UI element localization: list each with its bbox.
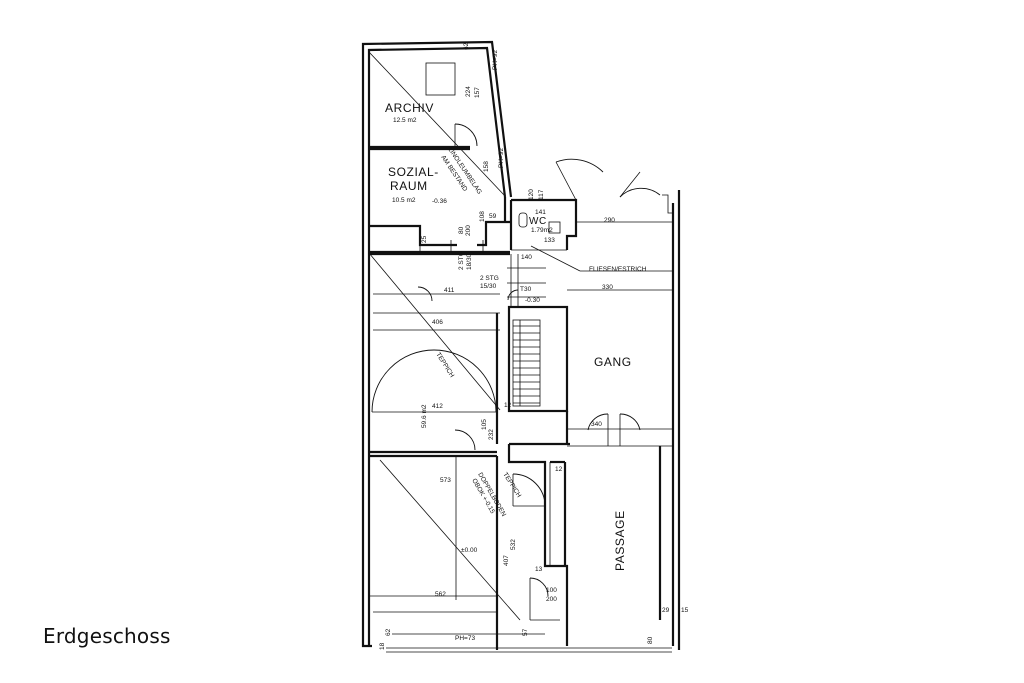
room-label-gang: GANG <box>594 355 632 369</box>
dim-62: 62 <box>385 628 392 636</box>
room-label-wc: WC <box>529 216 547 227</box>
dim-18: 18 <box>379 642 386 650</box>
dim-158: 158 <box>483 161 490 172</box>
dim-12-b: 12 <box>555 466 563 473</box>
room-level-sozialraum: -0.36 <box>432 198 447 205</box>
dim-224: 224 <box>465 86 472 97</box>
room-area-archiv: 12.5 m2 <box>393 117 417 124</box>
room-area-main: 59.6 m2 <box>421 404 428 428</box>
dim-340: 340 <box>591 421 602 428</box>
dim-330: 330 <box>602 284 613 291</box>
dim-13: 13 <box>535 566 543 573</box>
dim-406: 406 <box>432 319 443 326</box>
dim-141: 141 <box>535 209 546 216</box>
room-level-main: ±0.00 <box>461 547 478 554</box>
note-teppich-1: TEPPICH <box>434 351 455 379</box>
room-label-archiv: ARCHIV <box>385 101 434 115</box>
room-label-sozialraum-1: SOZIAL- <box>388 165 439 179</box>
dim-133: 133 <box>544 237 555 244</box>
dim-80: 80 <box>647 636 654 644</box>
note-ph92-a: PH=92 <box>492 50 499 70</box>
dim-140: 140 <box>521 254 532 261</box>
dim-105: 105 <box>481 419 488 430</box>
dim-200-b: 200 <box>465 225 472 236</box>
note-stair-2a: 2 STG <box>480 275 499 282</box>
dim-108: 108 <box>479 211 486 222</box>
room-area-sozialraum: 10.5 m2 <box>392 197 416 204</box>
room-area-wc: 1.79m2 <box>531 227 553 234</box>
dim-412: 412 <box>432 403 443 410</box>
dim-532: 532 <box>510 539 517 550</box>
dim-15: 15 <box>681 607 689 614</box>
dim-120: 120 <box>528 189 535 200</box>
dim-562: 562 <box>435 591 446 598</box>
dim-200: 200 <box>546 596 557 603</box>
note-ph92-b: PH=92 <box>498 148 505 168</box>
exterior-walls <box>361 40 681 653</box>
note-teppich-2: TEPPICH <box>501 471 522 499</box>
dim-411: 411 <box>444 287 455 294</box>
dim-573: 573 <box>440 477 451 484</box>
note-fliesen-estrich: FLIESEN/ESTRICH <box>589 266 647 273</box>
archiv-shaft <box>425 62 456 96</box>
dim-407: 407 <box>503 555 510 566</box>
dim-62-b: 62 <box>463 42 470 50</box>
room-label-passage: PASSAGE <box>613 510 627 571</box>
note-t30: T30 <box>520 286 532 293</box>
gang-passage-walls <box>509 289 673 620</box>
dim-100: 100 <box>546 587 557 594</box>
lower-room-walls <box>369 444 569 650</box>
main-room-walls <box>368 240 510 458</box>
dim-157: 157 <box>474 87 481 98</box>
dim-29: 29 <box>662 607 670 614</box>
archiv-sozialraum-walls <box>368 51 510 247</box>
note-ph73: PH=73 <box>455 635 475 642</box>
dim-117: 117 <box>538 189 545 200</box>
note-minus30: -0.30 <box>525 297 540 304</box>
dim-80-b: 80 <box>458 226 465 234</box>
note-stair-1b: 18/30 <box>466 253 473 270</box>
room-label-sozialraum-2: RAUM <box>390 179 428 193</box>
entrance-doors <box>555 158 661 201</box>
floor-caption: Erdgeschoss <box>43 624 171 648</box>
wc-toilet <box>518 212 528 228</box>
note-stair-1a: 2 STG <box>458 251 465 270</box>
note-stair-2b: 15/30 <box>480 283 497 290</box>
dim-57: 57 <box>522 628 529 636</box>
dim-25: 25 <box>421 235 428 243</box>
dim-59: 59 <box>489 213 497 220</box>
wc-basin <box>548 221 561 234</box>
wc-walls <box>509 198 673 272</box>
staircase <box>507 254 569 413</box>
dim-290: 290 <box>604 217 615 224</box>
dim-232: 232 <box>488 429 495 440</box>
dim-12-a: 12 <box>504 402 512 409</box>
